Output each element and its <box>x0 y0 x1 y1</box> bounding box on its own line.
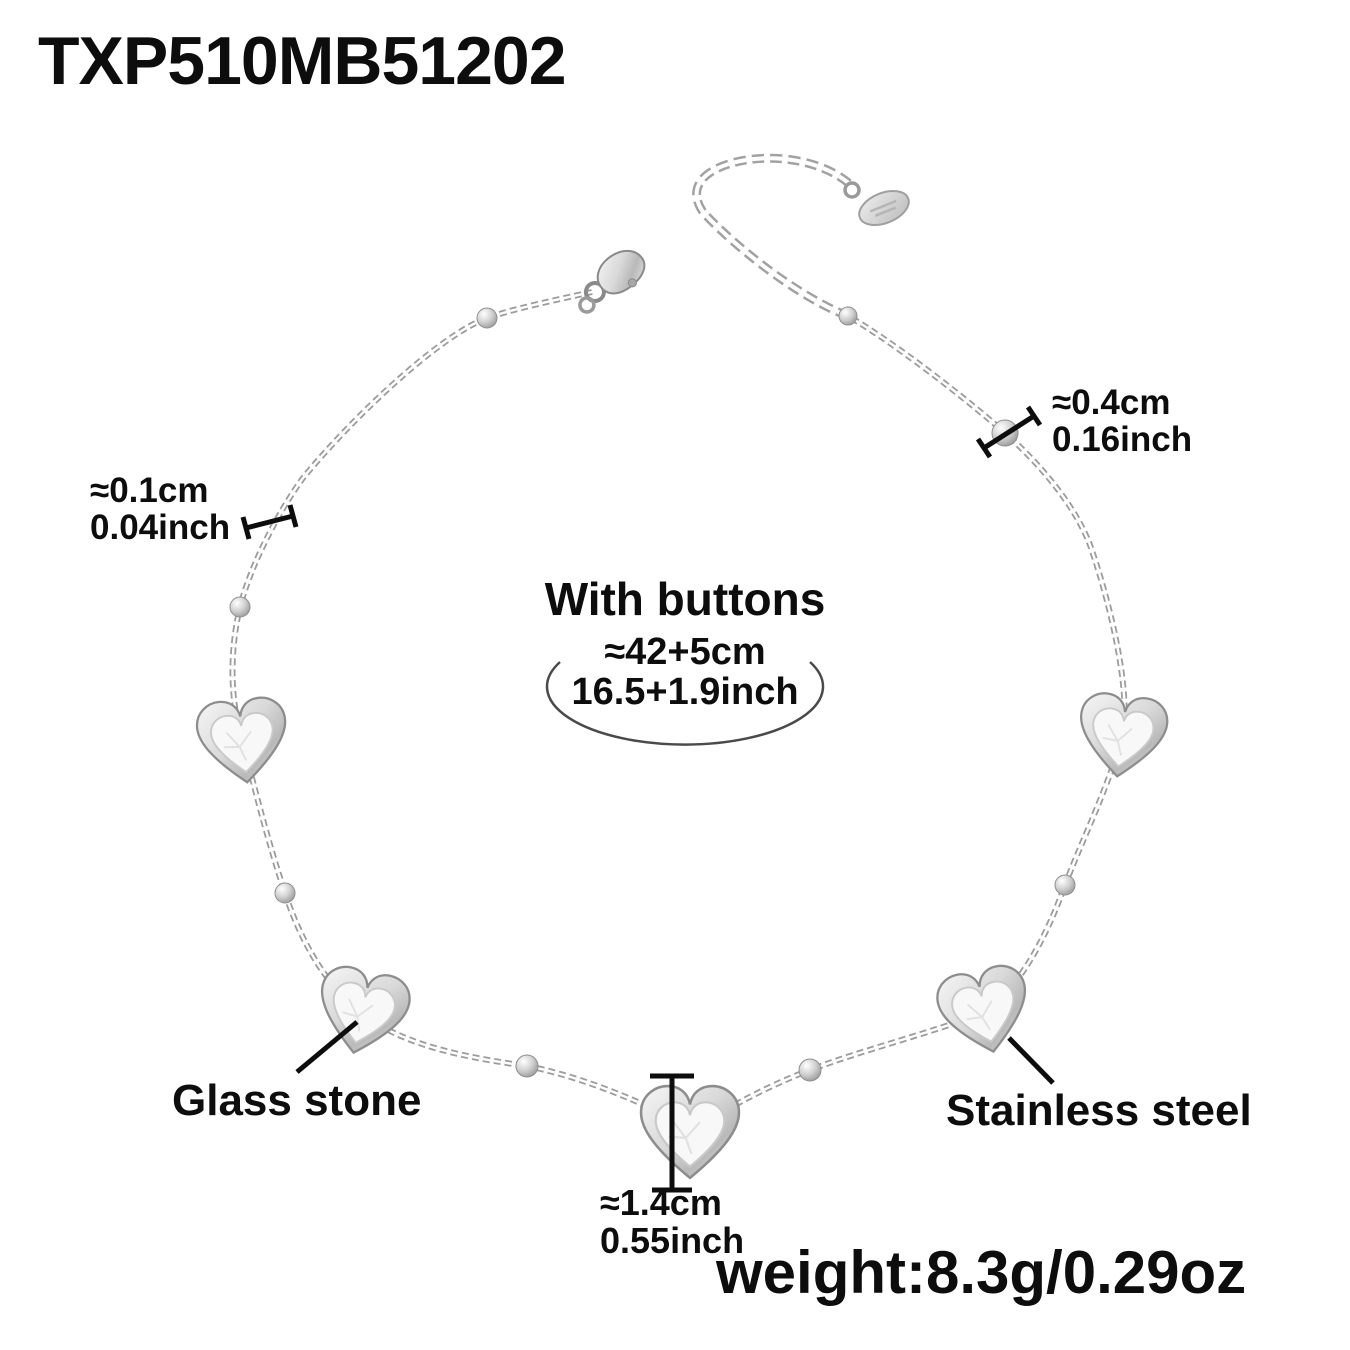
length-cm: ≈42+5cm <box>604 631 766 673</box>
heart-pendant-bottom <box>639 1084 741 1180</box>
glass-stone-label: Glass stone <box>172 1076 422 1125</box>
bead-diameter-annotation: ≈0.4cm 0.16inch <box>1052 384 1192 458</box>
product-sku: TXP510MB51202 <box>38 23 567 99</box>
chain-bead <box>229 596 251 618</box>
chain-thickness-annotation: ≈0.1cm 0.04inch <box>90 472 230 546</box>
brand-tag-icon <box>843 181 910 226</box>
bead-diameter-inch: 0.16inch <box>1052 420 1193 460</box>
chain-thickness-inch: 0.04inch <box>90 508 231 548</box>
pendant-height-annotation: ≈1.4cm 0.55inch <box>600 1182 745 1262</box>
measure-tick-chain <box>240 504 299 540</box>
chain-bead <box>476 307 498 329</box>
pendant-height-inch: 0.55inch <box>600 1220 745 1262</box>
chain-bead <box>274 882 296 904</box>
extension-chain <box>697 158 852 316</box>
length-title: With buttons <box>544 573 826 625</box>
chain-bead <box>515 1054 539 1078</box>
callout-line-glass-stone <box>295 1020 359 1074</box>
heart-pendant-left <box>193 693 293 789</box>
product-weight: weight:8.3g/0.29oz <box>716 1239 1247 1306</box>
chain-beads <box>229 306 1076 1082</box>
chain-bead <box>798 1058 822 1082</box>
measure-tick-bead <box>975 405 1043 459</box>
heart-pendant-right <box>1072 689 1172 783</box>
length-inch: 16.5+1.9inch <box>571 671 799 713</box>
measure-line-pendant <box>650 1073 694 1193</box>
length-annotation: ≈42+5cm 16.5+1.9inch <box>571 632 798 712</box>
callout-line-stainless-steel <box>1007 1036 1055 1085</box>
chain-bead <box>838 306 858 326</box>
heart-pendant-lower-right <box>931 960 1038 1063</box>
lobster-clasp-icon <box>578 249 646 314</box>
chain-bead <box>1054 874 1076 896</box>
length-oval <box>545 661 825 746</box>
pendant-height-cm: ≈1.4cm <box>600 1182 722 1223</box>
chain-thickness-cm: ≈0.1cm <box>90 471 209 510</box>
stainless-steel-label: Stainless steel <box>946 1086 1252 1135</box>
bead-diameter-cm: ≈0.4cm <box>1052 383 1171 422</box>
